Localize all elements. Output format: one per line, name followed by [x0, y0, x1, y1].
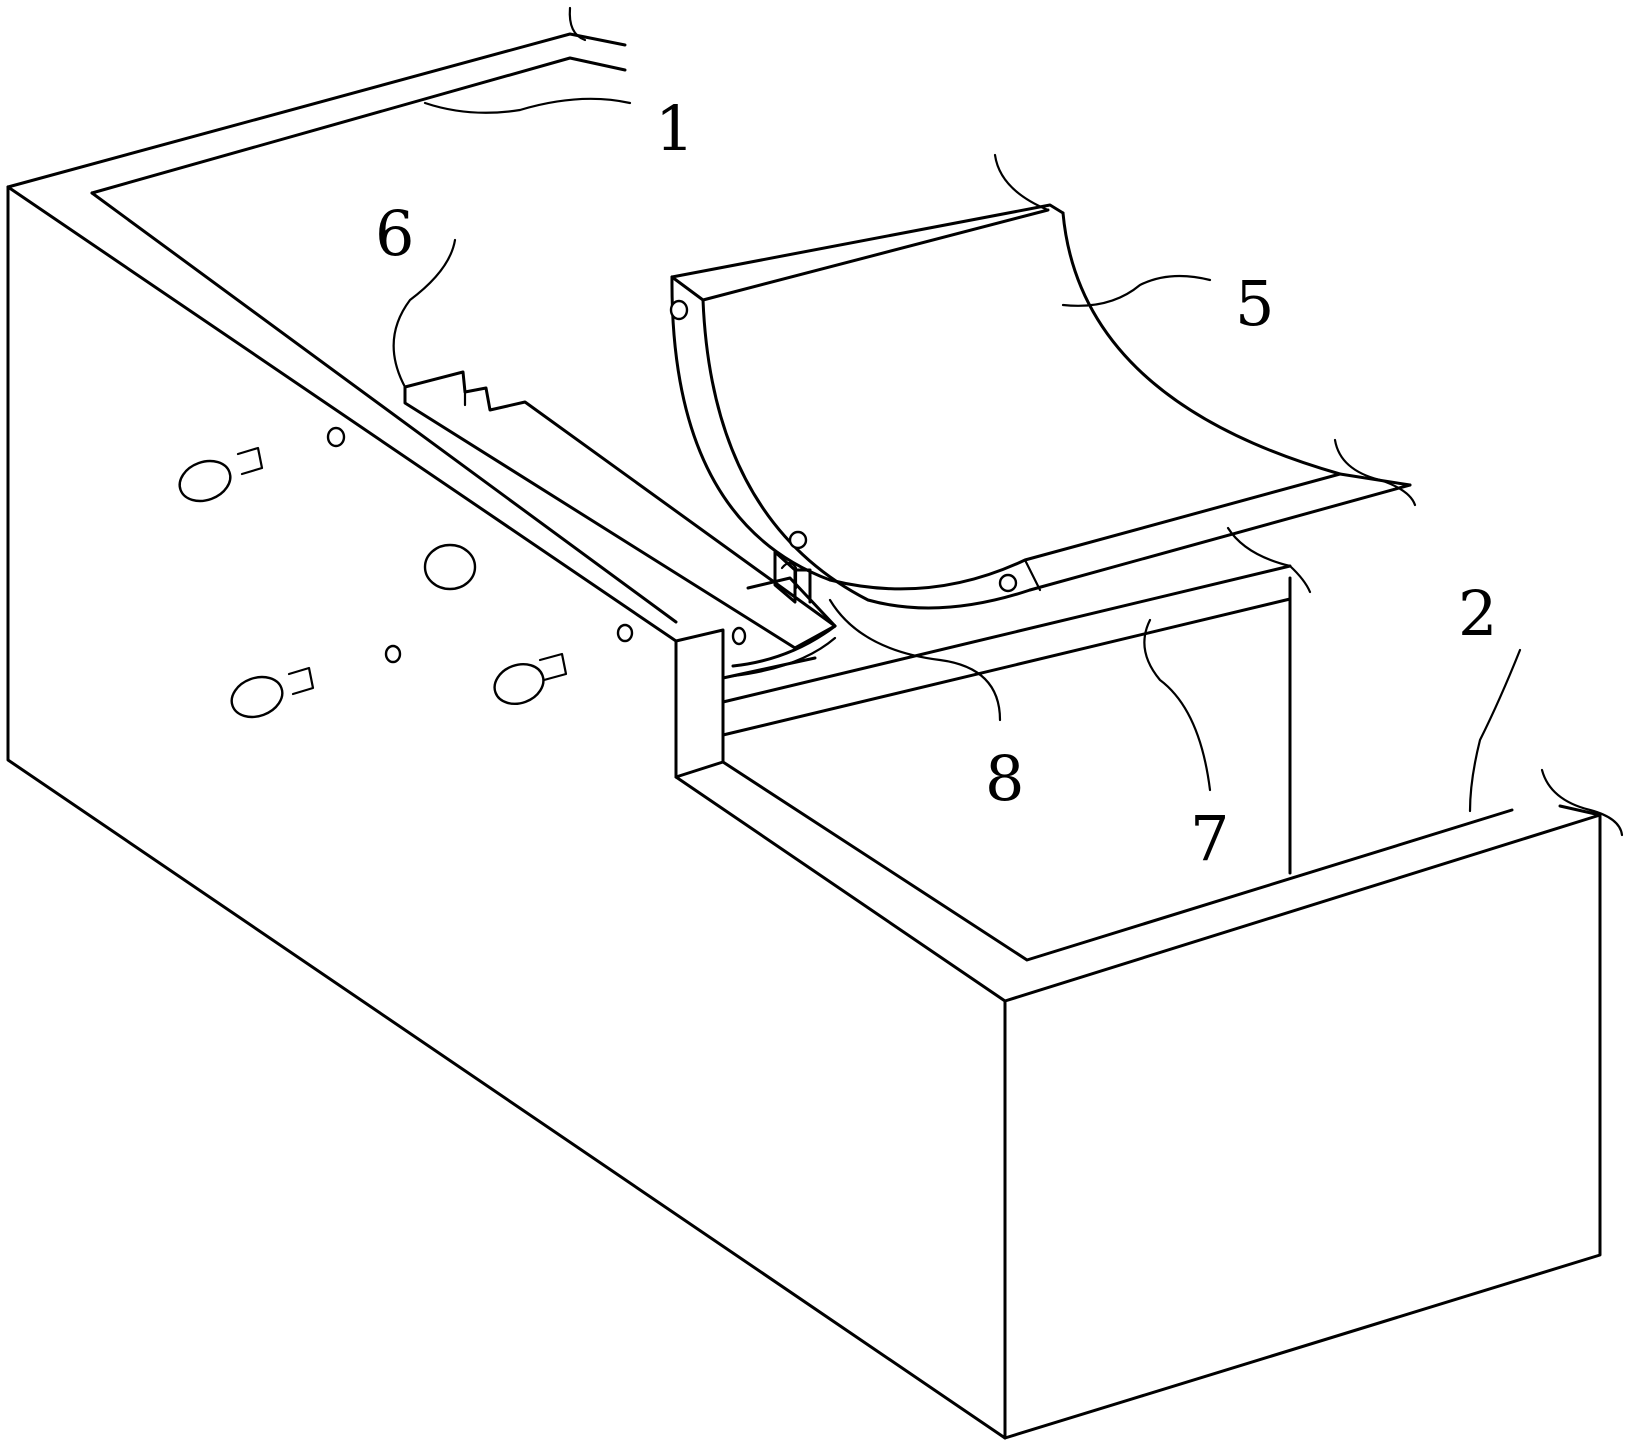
adjust-knob-1: [178, 446, 264, 503]
leader-8: [828, 598, 1002, 722]
cradle-far-arc: [1061, 211, 1342, 476]
adjust-knob-2: [230, 666, 315, 719]
cradle-inner-arc: [701, 298, 1032, 610]
leader-5: [1061, 274, 1212, 307]
housing-left-face: [6, 185, 1007, 1440]
leader-7: [1143, 618, 1212, 792]
cradle-top-back-edge: [670, 203, 1065, 279]
cradle-bottom-edge: [828, 472, 1342, 591]
leader-7b: [1226, 526, 1312, 594]
cradle-hole-top: [669, 299, 689, 321]
cradle-top-front-edge: [670, 208, 1050, 302]
housing-front-face: [1003, 813, 1602, 1440]
leader-6: [392, 238, 457, 389]
callout-8: 8: [985, 742, 1024, 815]
bar-front-edge: [403, 385, 797, 650]
housing-hole-4: [731, 626, 747, 646]
adjust-knob-3: [493, 652, 568, 705]
housing-large-hole: [423, 543, 477, 591]
callout-5: 5: [1235, 267, 1274, 340]
callout-6: 6: [375, 197, 414, 270]
rail-top-edge: [721, 564, 1292, 704]
housing-body: [6, 32, 1602, 1440]
leader-2b: [1540, 768, 1624, 837]
fasteners: [178, 299, 1018, 719]
leader-1: [423, 97, 632, 114]
leader-1a: [568, 6, 587, 42]
housing-inner-left-edge: [90, 191, 678, 624]
cradle-bottom-front: [1028, 483, 1412, 592]
bar-top-profile: [403, 370, 837, 628]
callout-1: 1: [655, 92, 694, 165]
callout-labels: 1 2 5 6 7 8: [375, 92, 1497, 875]
connector-slot: [780, 561, 798, 590]
housing-top-front-edge: [6, 185, 678, 643]
callout-7: 7: [1190, 802, 1229, 875]
housing-hole-2: [384, 644, 402, 664]
cradle-hole-mid: [788, 530, 808, 550]
cradle-hole-low: [998, 573, 1018, 593]
floor-front-edge: [674, 775, 1602, 1003]
rail-bottom-edge: [721, 597, 1292, 737]
leader-5b: [993, 153, 1050, 212]
leader-5c: [1333, 438, 1417, 507]
cradle-outer-arc: [670, 275, 832, 582]
housing-hole-1: [326, 426, 346, 448]
housing-top-rim-back: [6, 32, 627, 189]
housing-hole-3: [616, 623, 634, 643]
leader-lines: [392, 6, 1624, 837]
floor-inner-edge: [721, 760, 1514, 962]
callout-2: 2: [1458, 577, 1497, 650]
leader-2: [1468, 648, 1522, 813]
housing-top-rim-inner: [90, 56, 627, 195]
curved-cradle: [670, 203, 1412, 610]
bar-end-curve: [731, 624, 837, 668]
bar-end-curve-inner: [731, 636, 837, 678]
bar-end-plate: [746, 576, 837, 650]
step-wall: [674, 628, 725, 779]
cradle-seam: [1023, 558, 1042, 592]
sliding-bar: [403, 370, 837, 678]
